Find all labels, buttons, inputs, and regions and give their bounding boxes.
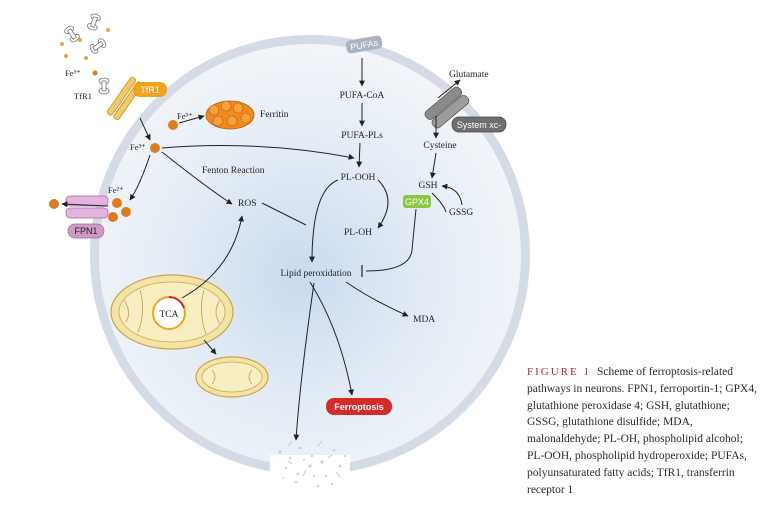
gpx4-label: GPX4: [405, 197, 429, 207]
fpn1-label: FPN1: [74, 226, 97, 236]
pufa-pls-label: PUFA-PLs: [341, 131, 383, 141]
ferroptosis-badge: Ferroptosis: [326, 398, 392, 415]
ferritin-icon: [205, 100, 255, 130]
pufa-coa-label: PUFA-CoA: [340, 91, 385, 101]
mitochondrion-small: [195, 356, 269, 398]
cysteine-label: Cysteine: [423, 141, 456, 151]
ferroptosis-label: Ferroptosis: [334, 402, 384, 412]
system-xc-transporter: System xc-: [424, 86, 507, 133]
membrane-rupture: [270, 440, 350, 488]
gssg-label: GSSG: [449, 208, 473, 218]
fe3-top-dot: [168, 120, 178, 130]
caption-text: Scheme of ferroptosis-related pathways i…: [527, 366, 757, 496]
iron-dot: [92, 70, 98, 76]
ros-label: ROS: [238, 199, 256, 209]
iron-dots-outside: [60, 28, 110, 60]
fe3-top-label: Fe³⁺: [177, 111, 193, 121]
pufas-channel: PUFAs: [345, 35, 383, 54]
cytoplasm: [99, 44, 521, 466]
pl-oh-label: PL-OH: [344, 228, 372, 238]
fpn1-transporter: FPN1: [65, 195, 109, 239]
fe3-mid-dot: [150, 143, 160, 153]
ferritin-label: Ferritin: [260, 110, 289, 120]
mda-label: MDA: [413, 315, 435, 325]
rupture-gap: [270, 455, 350, 485]
fe2-dots: [108, 198, 131, 222]
tca-label: TCA: [160, 310, 179, 320]
fe3-mid-label: Fe³⁺: [130, 142, 146, 152]
fe2-exported-dot: [49, 199, 59, 209]
pathway-arrows: [61, 58, 463, 441]
gpx4-badge: GPX4: [403, 195, 431, 208]
system-xc-label: System xc-: [457, 120, 502, 130]
mitochondrion-large: TCA: [110, 274, 234, 350]
gsh-label: GSH: [418, 181, 437, 191]
tfr1-label: TfR1: [74, 91, 92, 101]
tfr1-badge-label: TfR1: [140, 85, 160, 95]
fe3-outside-label: Fe³⁺: [65, 68, 81, 78]
figure-number: FIGURE 1: [527, 366, 591, 378]
pufas-label: PUFAs: [350, 38, 380, 53]
tfr1-badge: TfR1: [133, 82, 167, 97]
pl-ooh-label: PL-OOH: [341, 173, 376, 183]
lipid-peroxidation-label: Lipid peroxidation: [281, 269, 352, 279]
fenton-label: Fenton Reaction: [202, 166, 265, 176]
cell: [90, 35, 530, 475]
transferrin-icon: [64, 13, 107, 54]
fe2-label: Fe²⁺: [108, 185, 124, 195]
glutamate-label: Glutamate: [449, 70, 489, 80]
